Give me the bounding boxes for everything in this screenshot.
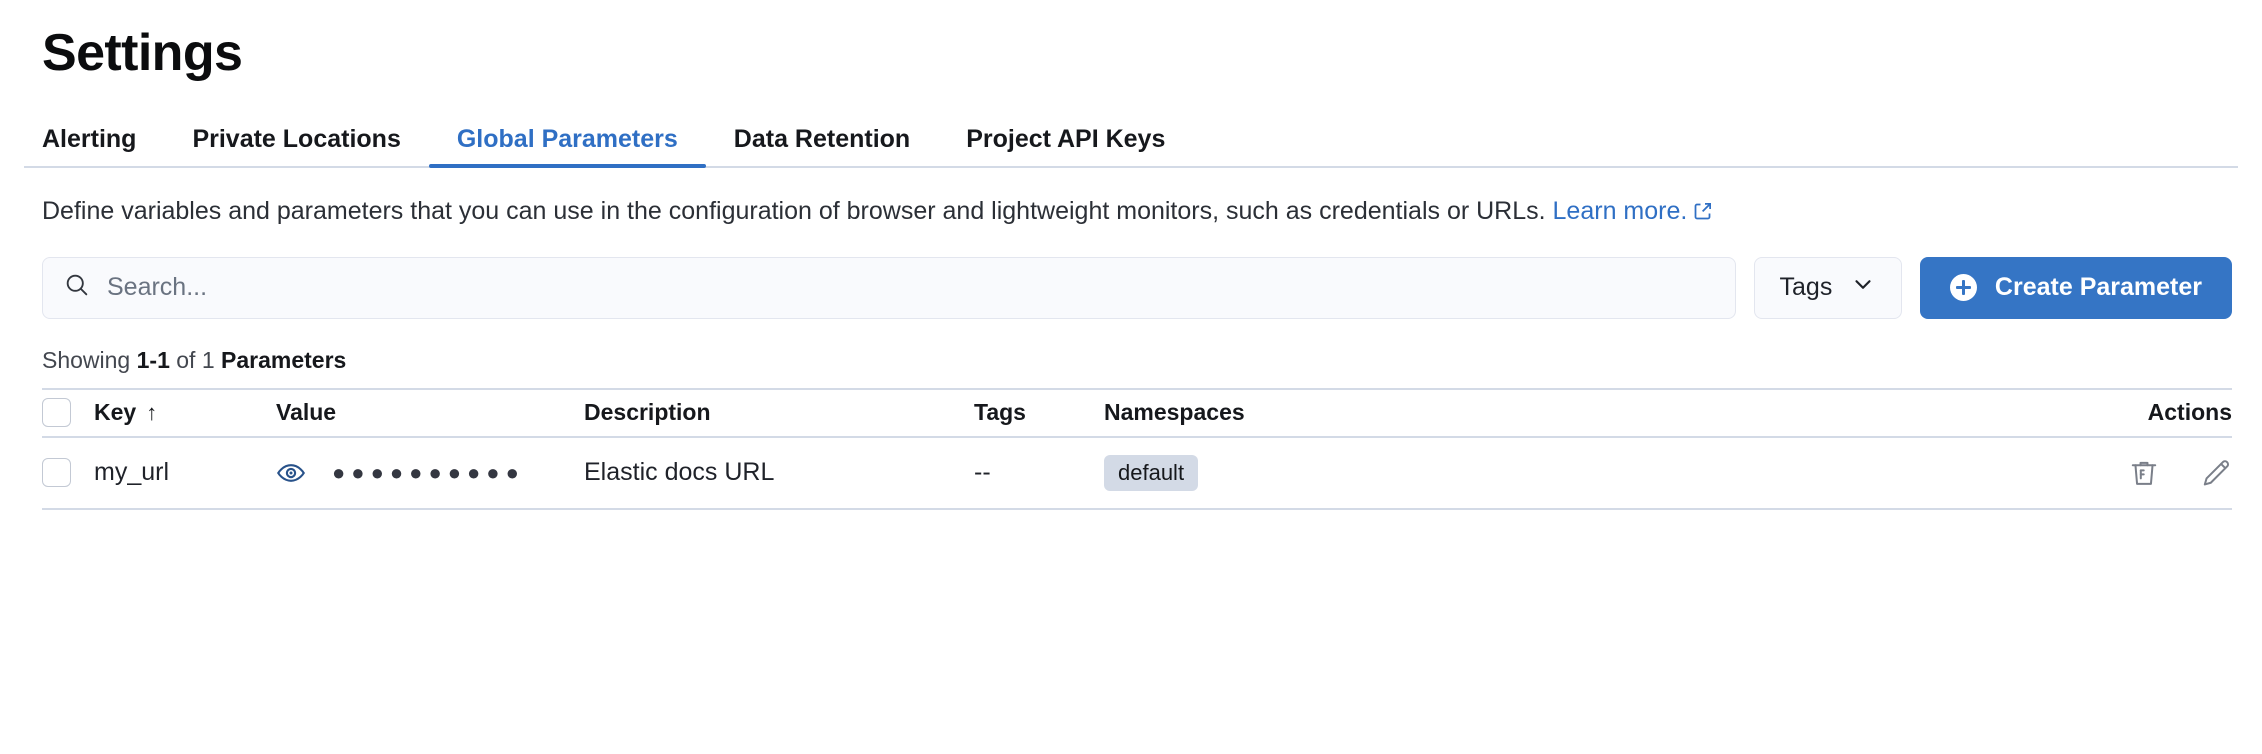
select-all-checkbox[interactable]	[42, 398, 71, 428]
cell-namespaces: default	[1104, 454, 2072, 491]
tab-global-parameters[interactable]: Global Parameters	[428, 127, 706, 169]
results-count: Showing 1-1 of 1 Parameters	[24, 347, 2238, 374]
column-header-tags: Tags	[974, 399, 1104, 426]
select-all-cell	[42, 398, 94, 428]
tab-project-api-keys[interactable]: Project API Keys	[966, 125, 1166, 154]
cell-value: ●●●●●●●●●●	[276, 458, 584, 488]
tab-alerting[interactable]: Alerting	[42, 125, 137, 154]
tags-filter-label: Tags	[1779, 273, 1833, 302]
external-link-icon	[1693, 196, 1713, 231]
trash-icon[interactable]	[2128, 457, 2160, 489]
column-header-tags-label: Tags	[974, 399, 1026, 426]
cell-actions	[2072, 457, 2232, 489]
table-header-row: Key ↑ Value Description Tags Namespaces …	[42, 387, 2232, 438]
create-parameter-label: Create Parameter	[1994, 273, 2202, 302]
eye-icon[interactable]	[276, 458, 306, 488]
column-header-actions-label: Actions	[2147, 399, 2232, 426]
search-input[interactable]	[107, 273, 1715, 303]
tab-private-locations[interactable]: Private Locations	[192, 125, 401, 154]
create-parameter-button[interactable]: Create Parameter	[1919, 256, 2232, 319]
results-entity: Parameters	[221, 346, 347, 373]
column-header-actions: Actions	[2072, 399, 2232, 426]
column-header-value: Value	[276, 399, 584, 426]
column-header-key[interactable]: Key ↑	[94, 399, 276, 426]
settings-tabs: Alerting Private Locations Global Parame…	[24, 114, 2238, 169]
search-field[interactable]	[42, 256, 1736, 319]
description-text: Define variables and parameters that you…	[42, 197, 1546, 226]
page-description: Define variables and parameters that you…	[24, 194, 2238, 231]
namespace-badge: default	[1104, 454, 1199, 491]
tags-filter-button[interactable]: Tags	[1753, 256, 1902, 319]
page-title: Settings	[42, 24, 243, 82]
column-header-description: Description	[584, 399, 974, 426]
results-prefix: Showing	[42, 346, 137, 373]
sort-ascending-icon: ↑	[146, 399, 158, 425]
row-select-cell	[42, 458, 94, 488]
row-select-checkbox[interactable]	[42, 458, 71, 488]
chevron-down-icon	[1850, 271, 1876, 304]
column-header-description-label: Description	[584, 399, 711, 426]
column-header-namespaces: Namespaces	[1104, 399, 2072, 426]
column-header-value-label: Value	[276, 399, 337, 426]
cell-key: my_url	[94, 458, 170, 487]
column-header-namespaces-label: Namespaces	[1104, 399, 1245, 426]
filters-toolbar: Tags Create Parameter	[24, 256, 2238, 319]
plus-circle-icon	[1949, 274, 1977, 302]
search-icon	[63, 271, 91, 304]
pencil-icon[interactable]	[2200, 457, 2232, 489]
table-row: my_url ●●●●●●●●●● Elastic docs URL -- de…	[42, 438, 2232, 510]
results-middle: of 1	[169, 346, 222, 373]
cell-description: Elastic docs URL	[584, 458, 775, 487]
results-range: 1-1	[136, 346, 170, 373]
cell-value-masked: ●●●●●●●●●●	[332, 459, 525, 485]
parameters-table: Key ↑ Value Description Tags Namespaces …	[24, 387, 2238, 510]
learn-more-link[interactable]: Learn more.	[1552, 197, 1688, 226]
cell-tags: --	[974, 458, 991, 487]
column-header-key-label: Key	[94, 399, 137, 426]
tab-data-retention[interactable]: Data Retention	[733, 125, 911, 154]
